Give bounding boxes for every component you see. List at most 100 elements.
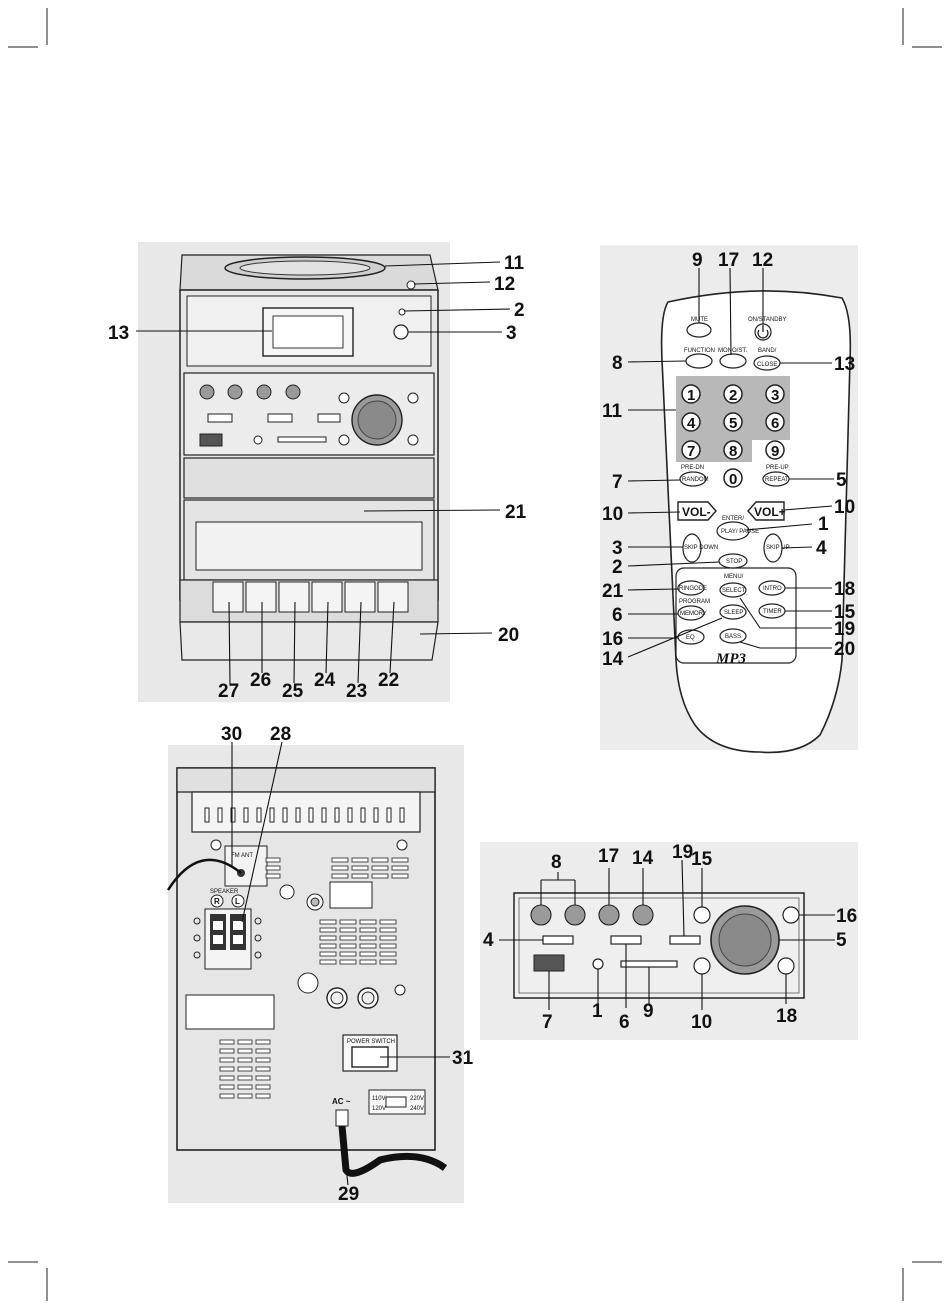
- remote-bass-label: BASS: [725, 634, 741, 640]
- remote-callout-18: 18: [834, 579, 855, 600]
- remote-callout-4: 4: [816, 538, 827, 559]
- remote-band-label: BAND/: [758, 348, 777, 354]
- remote-callout-11: 11: [602, 401, 623, 422]
- remote-callout-13: 13: [834, 354, 855, 375]
- rear-r-label: R: [214, 897, 220, 906]
- remote-key-4: 4: [687, 415, 696, 432]
- remote-callout-8: 8: [612, 353, 623, 374]
- rear-v220-label: 220V: [410, 1096, 424, 1102]
- remote-callout-3: 3: [612, 538, 623, 559]
- remote-repeat-label: REPEAT: [765, 477, 789, 483]
- remote-vol-plus-label: VOL+: [754, 505, 786, 519]
- remote-callout-10-left: 10: [602, 504, 623, 525]
- front-callout-26: 26: [250, 670, 271, 691]
- remote-predn-label: PRE-DN: [681, 465, 704, 471]
- rear-v110-label: 110V: [372, 1096, 386, 1102]
- panel-callout-14: 14: [632, 848, 654, 869]
- remote-preup-label: PRE-UP: [766, 465, 789, 471]
- crop-marks: [8, 8, 942, 1301]
- remote-callout-19: 19: [834, 619, 855, 640]
- panel-callout-17: 17: [598, 846, 619, 867]
- remote-intro-label: INTRO: [763, 586, 782, 592]
- remote-key-6: 6: [771, 415, 779, 432]
- rear-power-switch-label: POWER SWITCH: [347, 1039, 395, 1045]
- remote-callout-20: 20: [834, 639, 855, 660]
- front-unit-illustration: 11 12 2 3 13 21 20 27 26 25 24 23 22: [108, 242, 527, 702]
- rear-callout-29: 29: [338, 1184, 359, 1205]
- remote-key-5: 5: [729, 415, 737, 432]
- front-callout-21: 21: [505, 502, 527, 523]
- front-callout-23: 23: [346, 681, 367, 702]
- front-callout-25: 25: [282, 681, 304, 702]
- panel-callout-4: 4: [483, 930, 494, 951]
- remote-enter-label: ENTER/: [722, 516, 744, 522]
- remote-stop-label: STOP: [726, 559, 742, 565]
- remote-mono-label: MONO/ST.: [718, 348, 747, 354]
- remote-eq-label: EQ: [686, 635, 695, 641]
- rear-l-label: L: [235, 897, 240, 906]
- front-callout-2: 2: [514, 300, 525, 321]
- remote-callout-17: 17: [718, 250, 739, 271]
- remote-key-3: 3: [771, 387, 779, 404]
- remote-skipup-label: SKIP UP: [766, 545, 790, 551]
- remote-key-8: 8: [729, 443, 737, 460]
- panel-callout-19: 19: [672, 842, 693, 863]
- panel-callout-10: 10: [691, 1012, 712, 1033]
- remote-vol-minus-label: VOL-: [682, 505, 711, 519]
- rear-v240-label: 240V: [410, 1106, 424, 1112]
- remote-callout-12: 12: [752, 250, 773, 271]
- remote-callout-9: 9: [692, 250, 703, 271]
- remote-callout-5: 5: [836, 470, 847, 491]
- remote-function-label: FUNCTION: [684, 348, 715, 354]
- remote-ringode-label: RINGODE: [679, 586, 707, 592]
- panel-callout-1: 1: [592, 1001, 603, 1022]
- panel-detail-illustration: 8 17 14 19 15 16 4 5 7 1 6 9 10 18: [480, 842, 858, 1040]
- front-callout-20: 20: [498, 625, 519, 646]
- front-callout-24: 24: [314, 670, 336, 691]
- remote-menu-label: MENU/: [724, 574, 744, 580]
- remote-sleep-label: SLEEP: [724, 610, 743, 616]
- remote-standby-label: ON/STANDBY: [748, 317, 787, 323]
- remote-memory-label: MEMORY: [680, 611, 707, 617]
- remote-illustration: MUTE ON/STANDBY FUNCTION MONO/ST. BAND/ …: [600, 245, 858, 754]
- remote-callout-1: 1: [818, 514, 829, 535]
- remote-key-0: 0: [729, 471, 737, 488]
- remote-playpause-label: PLAY/ PAUSE: [721, 529, 759, 535]
- remote-program-label: PROGRAM: [679, 599, 710, 605]
- remote-skipdown-label: SKIP DOWN: [684, 545, 718, 551]
- remote-callout-15: 15: [834, 602, 856, 623]
- panel-callout-15: 15: [691, 849, 713, 870]
- panel-callout-6: 6: [619, 1012, 630, 1033]
- front-callout-27: 27: [218, 681, 239, 702]
- remote-select-label: SELECT: [722, 588, 746, 594]
- front-callout-13: 13: [108, 323, 129, 344]
- rear-callout-28: 28: [270, 724, 291, 745]
- rear-callout-30: 30: [221, 724, 242, 745]
- remote-callout-10-right: 10: [834, 497, 855, 518]
- remote-callout-14: 14: [602, 649, 624, 670]
- rear-unit-illustration: FM ANT SPEAKER R L: [166, 724, 474, 1205]
- front-callout-3: 3: [506, 323, 517, 344]
- panel-callout-16: 16: [836, 906, 857, 927]
- remote-callout-2: 2: [612, 557, 623, 578]
- panel-callout-5: 5: [836, 930, 847, 951]
- rear-callout-31: 31: [452, 1048, 474, 1069]
- remote-key-1: 1: [687, 387, 695, 404]
- remote-random-label: RANDOM: [682, 477, 709, 483]
- remote-close-label: CLOSE: [757, 362, 777, 368]
- remote-mp3-logo: MP3: [715, 651, 747, 667]
- rear-speaker-label: SPEAKER: [210, 889, 239, 895]
- remote-timer-label: TIMER: [763, 609, 782, 615]
- remote-key-9: 9: [771, 443, 779, 460]
- panel-callout-9: 9: [643, 1001, 654, 1022]
- remote-callout-6: 6: [612, 605, 623, 626]
- panel-callout-18: 18: [776, 1006, 797, 1027]
- front-callout-11: 11: [504, 253, 525, 274]
- remote-callout-7: 7: [612, 472, 623, 493]
- remote-callout-21: 21: [602, 581, 624, 602]
- remote-callout-16: 16: [602, 629, 623, 650]
- remote-key-7: 7: [687, 443, 695, 460]
- rear-v120-label: 120V: [372, 1106, 386, 1112]
- front-callout-22: 22: [378, 670, 399, 691]
